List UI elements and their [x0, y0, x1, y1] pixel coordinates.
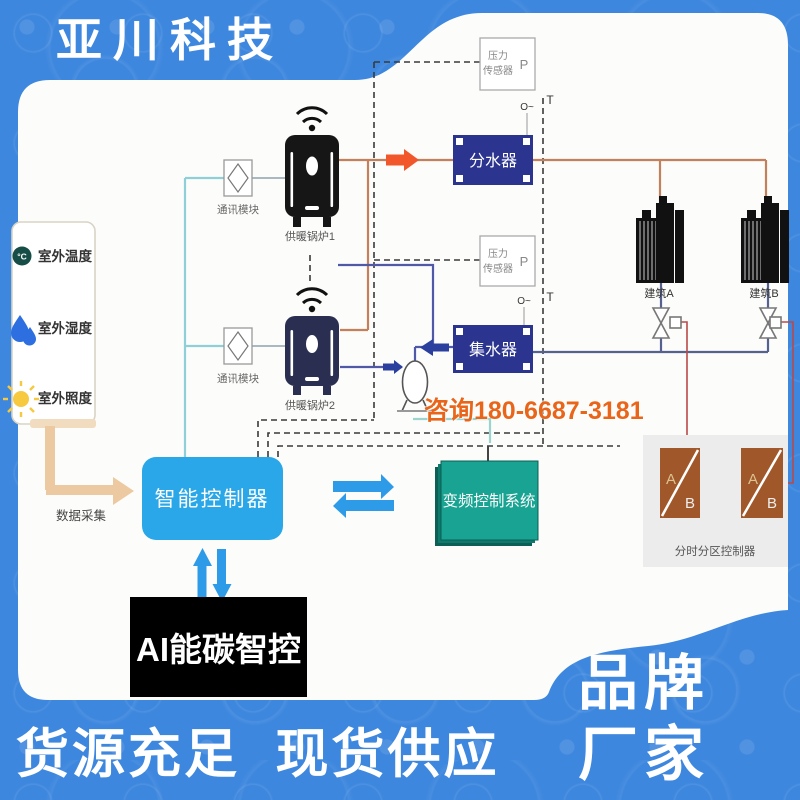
- zone-controller-panel: A B A B 分时分区控制器: [643, 435, 788, 567]
- temperature-icon: °C: [12, 246, 32, 266]
- env-panel: °C 室外温度 室外湿度 室外照度: [3, 221, 96, 425]
- wifi-icon: [295, 106, 329, 124]
- horizontal-swap-arrows-icon: [333, 474, 394, 518]
- temp-tag-2: T: [546, 290, 554, 304]
- footer-brand-line2: 厂家: [578, 721, 710, 788]
- building-b: 建筑B: [741, 196, 789, 300]
- flow-arrows: [383, 149, 449, 374]
- boiler-1: 供暖锅炉1: [285, 106, 339, 243]
- supply-b2-riser: [340, 160, 370, 332]
- water-distributor: 分水器: [453, 135, 533, 185]
- zone-box-1: A B: [660, 448, 700, 518]
- humidity-icon: [11, 315, 36, 346]
- comm-module-1: 通讯模块: [217, 159, 259, 216]
- ps1-line2: 传感器: [483, 64, 513, 77]
- diamond-icon: [227, 162, 249, 194]
- zone-box-2: A B: [741, 448, 783, 518]
- boiler-2-label: 供暖锅炉2: [285, 398, 335, 412]
- wifi-icon: [295, 287, 329, 305]
- smart-controller-label: 智能控制器: [155, 488, 270, 511]
- building-a-label: 建筑A: [644, 286, 674, 300]
- supply-flow-arrow: [386, 149, 419, 171]
- data-collect-arrow: [30, 419, 134, 505]
- ps2-symbol: P: [520, 254, 529, 269]
- svg-text:°C: °C: [17, 252, 27, 262]
- return-b1: [338, 263, 435, 347]
- distributor-label: 分水器: [469, 152, 517, 170]
- valve-b-icon: [758, 307, 782, 339]
- contact-phone: 咨询180-6687-3181: [424, 397, 644, 425]
- sensor-tags: O~ T O~ T: [517, 93, 554, 325]
- ps1-symbol: P: [520, 57, 529, 72]
- zone-line-a: [681, 321, 688, 448]
- data-collect-label: 数据采集: [56, 508, 107, 523]
- comm-module-2: 通讯模块: [217, 327, 259, 385]
- signal-bus2: [267, 432, 543, 457]
- building-b-label: 建筑B: [749, 286, 778, 300]
- ps1-line1: 压力: [488, 49, 508, 62]
- ai-badge: AI能碳智控: [130, 597, 307, 697]
- zone-box-2-a: A: [748, 471, 758, 488]
- pump-inlet-arrow: [383, 360, 403, 374]
- diamond-icon: [227, 330, 249, 362]
- return-flow-arrow: [420, 339, 449, 356]
- water-collector: 集水器: [453, 325, 533, 373]
- temp-tag-1: T: [546, 93, 554, 107]
- boiler-2: 供暖锅炉2: [285, 287, 339, 412]
- footer-brand-line1: 品牌: [578, 650, 710, 717]
- comm-module-2-label: 通讯模块: [217, 372, 259, 385]
- signal-bus1: [257, 419, 374, 457]
- collector-label: 集水器: [469, 341, 517, 359]
- zone-controller-label: 分时分区控制器: [675, 544, 756, 558]
- pump-icon: [397, 360, 433, 412]
- pressure-sensor-2: 压力 传感器 P: [479, 235, 536, 287]
- signal-bus3: [277, 445, 620, 457]
- pressure-sensor-1: 压力 传感器 P: [479, 37, 536, 91]
- building-a: 建筑A: [636, 196, 684, 300]
- signal-dashed-lines: [257, 61, 620, 457]
- vfd-system: 变频控制系统: [435, 460, 539, 546]
- comm-module-1-label: 通讯模块: [217, 203, 259, 216]
- footer-supply-text: 货源充足 现货供应: [16, 725, 500, 784]
- flow-tag-1: O~: [520, 102, 534, 113]
- zone-box-1-b: B: [685, 495, 695, 512]
- illuminance-icon: [3, 381, 39, 417]
- flow-tag-2: O~: [517, 296, 531, 307]
- wifi-dot: [308, 124, 316, 132]
- comm-lines: [183, 176, 492, 461]
- env-label-illuminance: 室外照度: [38, 390, 92, 406]
- wifi-dot: [308, 305, 316, 313]
- zone-box-2-b: B: [767, 495, 777, 512]
- env-label-humidity: 室外湿度: [38, 320, 92, 336]
- env-label-temperature: 室外温度: [38, 248, 92, 264]
- brand-title: 亚川科技: [56, 14, 284, 66]
- footer-brand-text: 品牌 厂家: [578, 648, 710, 790]
- smart-controller: 智能控制器: [142, 457, 283, 540]
- boiler-1-label: 供暖锅炉1: [285, 229, 335, 243]
- vertical-swap-arrows-icon: [193, 548, 232, 602]
- zone-box-1-a: A: [666, 471, 676, 488]
- ps2-line2: 传感器: [483, 262, 513, 275]
- vfd-label: 变频控制系统: [442, 492, 535, 510]
- ai-badge-label: AI能碳智控: [136, 631, 301, 668]
- pump-vfd-line: [413, 417, 492, 443]
- valve-a-icon: [651, 307, 682, 339]
- ps2-line1: 压力: [488, 247, 508, 260]
